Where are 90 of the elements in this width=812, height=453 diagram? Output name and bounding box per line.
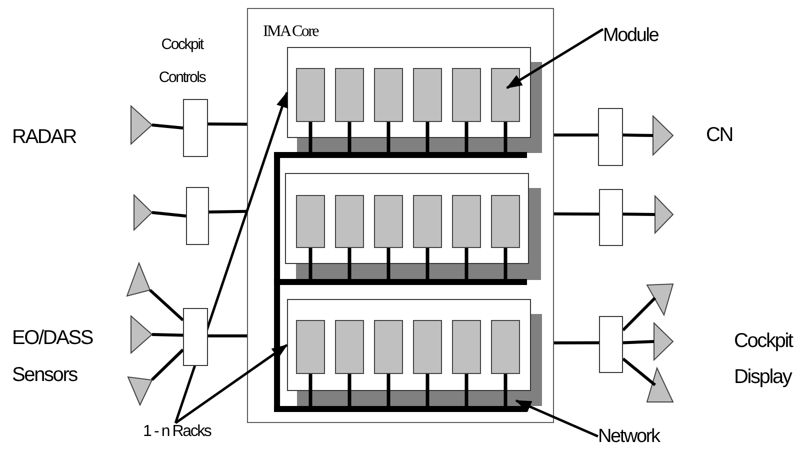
network-stub <box>464 374 468 407</box>
leader-line <box>515 399 598 438</box>
network-stub <box>504 374 508 407</box>
connector-line <box>554 134 598 137</box>
network-stub <box>504 122 508 153</box>
rack-panel <box>285 173 529 264</box>
signal-label: Cockpit Controls <box>158 35 207 88</box>
network-stub <box>348 122 352 153</box>
module-card <box>413 320 442 374</box>
network-stub <box>308 122 312 153</box>
network-trunk <box>274 285 280 406</box>
module-card <box>296 68 325 122</box>
signal-label: Cockpit Display <box>734 329 794 390</box>
module-card <box>335 68 364 122</box>
module-card <box>491 195 520 248</box>
connector-line <box>152 333 184 337</box>
core-title: IMA Core <box>263 23 318 41</box>
network-stub <box>386 374 390 407</box>
module-card <box>491 320 520 374</box>
connector-line <box>208 334 247 338</box>
network-stub <box>464 248 468 280</box>
network-stub <box>426 248 430 280</box>
interface-box <box>598 108 623 166</box>
triangle-symbol <box>131 106 152 144</box>
module-card <box>374 68 403 122</box>
connector-line <box>208 210 248 214</box>
module-card <box>374 320 403 374</box>
network-stub <box>464 122 468 153</box>
callout-label: 1 - n Racks <box>143 423 211 441</box>
network-stub <box>308 374 312 407</box>
module-card <box>296 195 325 248</box>
network-bus <box>274 152 527 158</box>
network-stub <box>348 248 352 280</box>
network-stub <box>426 122 430 153</box>
connector-line <box>208 122 248 126</box>
network-stub <box>386 248 390 280</box>
triangle-symbol <box>655 196 673 233</box>
network-bus <box>274 406 527 412</box>
callout-label: Network <box>598 427 660 448</box>
module-card <box>452 68 481 122</box>
network-bus <box>274 279 527 285</box>
triangle-symbol <box>654 323 673 360</box>
module-card <box>335 320 364 374</box>
module-card <box>413 68 442 122</box>
interface-box <box>183 99 208 157</box>
interface-box <box>599 316 623 373</box>
module-card <box>296 320 325 374</box>
module-card <box>491 68 520 122</box>
leader-line <box>174 92 288 424</box>
core-enclosure <box>247 8 554 423</box>
triangle-symbol <box>653 116 673 155</box>
network-stub <box>386 122 390 153</box>
network-stub <box>348 374 352 407</box>
module-card <box>452 195 481 248</box>
triangle-symbol <box>131 316 152 353</box>
rack-panel <box>287 299 531 391</box>
interface-box <box>599 189 623 246</box>
connector-line <box>622 296 656 332</box>
interface-box <box>186 187 209 245</box>
connector-line <box>152 124 184 130</box>
connector-line <box>622 340 654 344</box>
leader-line <box>506 28 604 90</box>
signal-label: RADAR <box>12 126 76 149</box>
connector-line <box>554 212 600 216</box>
network-trunk <box>274 158 280 279</box>
connector-line <box>622 134 654 137</box>
connector-line <box>622 212 656 216</box>
connector-line <box>150 348 184 381</box>
rack-panel <box>287 47 531 138</box>
signal-label: EO/DASS Sensors <box>12 326 94 388</box>
module-card <box>335 195 364 248</box>
signal-label: CN <box>706 124 732 147</box>
triangle-symbol <box>647 368 673 402</box>
network-stub <box>426 374 430 407</box>
module-card <box>413 195 442 248</box>
triangle-symbol <box>128 377 152 405</box>
callout-label: Module <box>603 26 658 47</box>
network-stub <box>308 248 312 280</box>
connector-line <box>554 341 599 344</box>
connector-line <box>622 358 656 386</box>
triangle-symbol <box>134 195 152 230</box>
module-card <box>374 195 403 248</box>
triangle-symbol <box>127 263 150 296</box>
connector-line <box>148 288 184 322</box>
network-stub <box>504 248 508 280</box>
triangle-symbol <box>647 284 673 315</box>
leader-line <box>174 344 288 424</box>
connector-line <box>152 211 186 218</box>
module-card <box>452 320 481 374</box>
interface-box <box>183 308 208 366</box>
